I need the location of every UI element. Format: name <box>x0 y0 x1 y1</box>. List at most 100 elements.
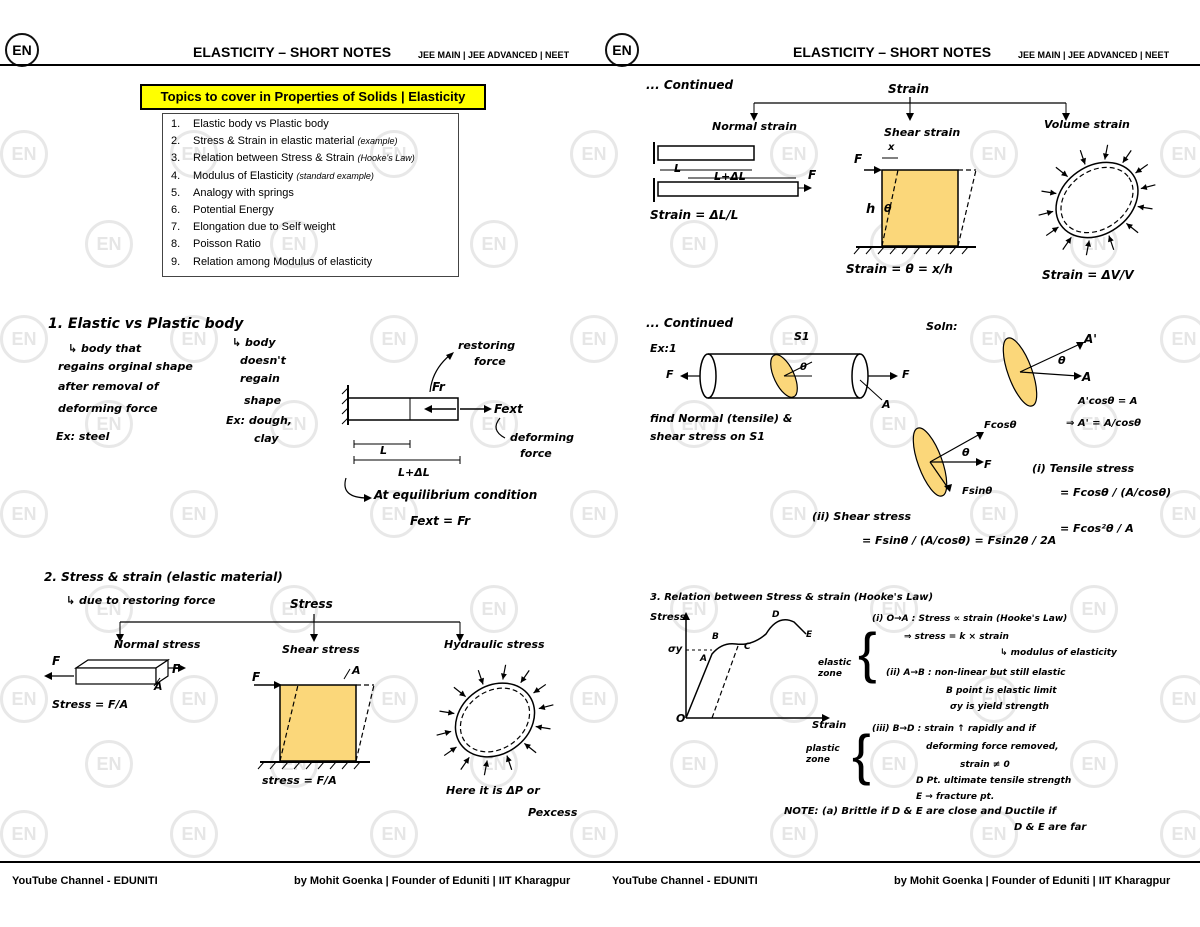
pressure-arrowhead <box>478 678 484 685</box>
page-title-left: ELASTICITY – SHORT NOTES <box>193 44 391 60</box>
pressure-arrowhead <box>1123 156 1129 163</box>
eduniti-watermark: EN <box>870 740 918 788</box>
eduniti-watermark: EN <box>1070 740 1118 788</box>
cont2-Fsin: Fsinθ <box>962 486 992 497</box>
eduniti-watermark: EN <box>670 740 718 788</box>
cont1-L: L <box>674 162 681 175</box>
cont1-x: x <box>888 142 894 153</box>
eduniti-watermark: EN <box>370 810 418 858</box>
cont1-title: ... Continued <box>646 78 733 92</box>
eduniti-watermark: EN <box>570 675 618 723</box>
topic-item: 5.Analogy with springs <box>171 187 458 204</box>
s2-normal-F-left: F <box>52 654 60 668</box>
eduniti-logo-right: EN <box>605 33 639 67</box>
s2-shear-stress-diagram <box>240 665 390 775</box>
s2-hydraulic-label: Hydraulic stress <box>444 638 545 651</box>
pressure-arrowhead <box>463 757 469 764</box>
eduniti-watermark: EN <box>1160 810 1200 858</box>
pressure-arrowhead <box>506 756 512 763</box>
pressure-arrowhead <box>1141 184 1148 190</box>
cont1-shear-formula: Strain = θ = x/h <box>846 262 953 276</box>
pressure-arrowhead <box>539 704 546 710</box>
s3-sy: σy <box>668 644 682 655</box>
cont1-theta: θ <box>884 202 892 215</box>
eduniti-watermark: EN <box>0 490 48 538</box>
footer-rule <box>0 861 1200 863</box>
topic-item: 3.Relation between Stress & Strain (Hook… <box>171 152 458 169</box>
cont1-volume-label: Volume strain <box>1044 118 1130 131</box>
eduniti-watermark: EN <box>1160 675 1200 723</box>
s3-strain-axis: Strain <box>812 720 846 731</box>
pressure-arrowhead <box>448 710 454 716</box>
pressure-arrowhead <box>1138 205 1144 211</box>
pressure-arrowhead <box>445 730 452 736</box>
eduniti-watermark: EN <box>570 130 618 178</box>
eduniti-watermark: EN <box>770 490 818 538</box>
eduniti-watermark: EN <box>85 740 133 788</box>
cont2-area-eq2: ⇒ A' = A/cosθ <box>1066 418 1141 429</box>
s2-title: 2. Stress & strain (elastic material) <box>44 570 283 584</box>
cont1-F-shear: F <box>854 152 862 166</box>
pressure-arrowhead <box>534 687 541 693</box>
pressure-arrowhead <box>1108 236 1114 243</box>
s2-shear-formula: stress = F/A <box>262 774 337 787</box>
cont1-F-normal: F <box>808 168 816 182</box>
eduniti-watermark: EN <box>85 220 133 268</box>
s1-deforming-label: deformingforce <box>510 430 574 462</box>
topic-item: 4.Modulus of Elasticity (standard exampl… <box>171 170 458 187</box>
eduniti-watermark: EN <box>470 220 518 268</box>
page-title-right: ELASTICITY – SHORT NOTES <box>793 44 991 60</box>
s3-plastic-brace: { <box>852 720 871 790</box>
cont2-shear-formula: = Fsinθ / (A/cosθ) = Fsin2θ / 2A <box>862 534 1056 547</box>
s3-pt-B: B <box>712 632 719 642</box>
pressure-arrowhead <box>1136 167 1143 173</box>
exam-tags-left: JEE MAIN | JEE ADVANCED | NEET <box>418 50 569 60</box>
cont1-h: h <box>866 202 875 217</box>
topic-item: 2.Stress & Strain in elastic material (e… <box>171 135 458 152</box>
footer-author-right: by Mohit Goenka | Founder of Eduniti | I… <box>894 875 1170 887</box>
s1-equilibrium-eq: Fext = Fr <box>410 514 470 528</box>
topics-heading: Topics to cover in Properties of Solids … <box>140 84 486 110</box>
eduniti-watermark: EN <box>1160 315 1200 363</box>
exam-tags-right: JEE MAIN | JEE ADVANCED | NEET <box>1018 50 1169 60</box>
cont1-shear-strain-diagram <box>846 146 1006 256</box>
s3-pt-D: D <box>772 610 779 620</box>
footer-youtube-right: YouTube Channel - EDUNITI <box>612 875 758 887</box>
s1-fr-label: Fr <box>432 380 445 394</box>
s1-L-label: L <box>380 444 387 457</box>
cont2-tensile-title: (i) Tensile stress <box>1032 462 1134 475</box>
cont2-theta-cyl: θ <box>800 362 807 373</box>
pressure-arrowhead <box>483 760 489 766</box>
cont2-title: ... Continued <box>646 316 733 330</box>
s3-O: O <box>676 712 685 725</box>
pressure-arrowhead <box>1047 210 1054 216</box>
s2-normal-F-right: F <box>172 662 180 676</box>
pressure-arrowhead <box>1065 237 1071 244</box>
cont2-A-cyl: A <box>882 398 891 411</box>
cont2-tensile-1: = Fcosθ / (A/cosθ) <box>1060 486 1171 499</box>
s2-hydraulic-diagram <box>420 655 570 785</box>
eduniti-watermark: EN <box>1070 585 1118 633</box>
pressure-arrowhead <box>1103 153 1109 159</box>
header-rule <box>0 64 1200 66</box>
cont2-theta-sec: θ <box>1058 354 1066 367</box>
eduniti-watermark: EN <box>0 130 48 178</box>
cont2-theta-force: θ <box>962 446 970 459</box>
s2-hydraulic-note: Here it is ΔP orPexcess <box>446 780 577 824</box>
s1-LdL-label: L+ΔL <box>398 466 430 479</box>
s3-pt-E: E <box>806 630 812 640</box>
s3-elastic-zone: elastic zone <box>818 658 862 680</box>
cont2-soln: Soln: <box>926 320 957 333</box>
cont2-cylinder-diagram <box>660 330 910 420</box>
cont1-volume-formula: Strain = ΔV/V <box>1042 268 1134 282</box>
eduniti-logo-left: EN <box>5 33 39 67</box>
pressure-arrowhead <box>1052 227 1059 233</box>
s2-subtitle: ↳ due to restoring force <box>66 594 215 607</box>
eduniti-watermark: EN <box>0 315 48 363</box>
s3-pt-C: C <box>744 642 751 652</box>
s3-elastic-brace: { <box>858 618 877 688</box>
s2-shear-A: A <box>352 664 361 677</box>
footer-youtube-left: YouTube Channel - EDUNITI <box>12 875 158 887</box>
pressure-arrowhead <box>1050 190 1056 196</box>
